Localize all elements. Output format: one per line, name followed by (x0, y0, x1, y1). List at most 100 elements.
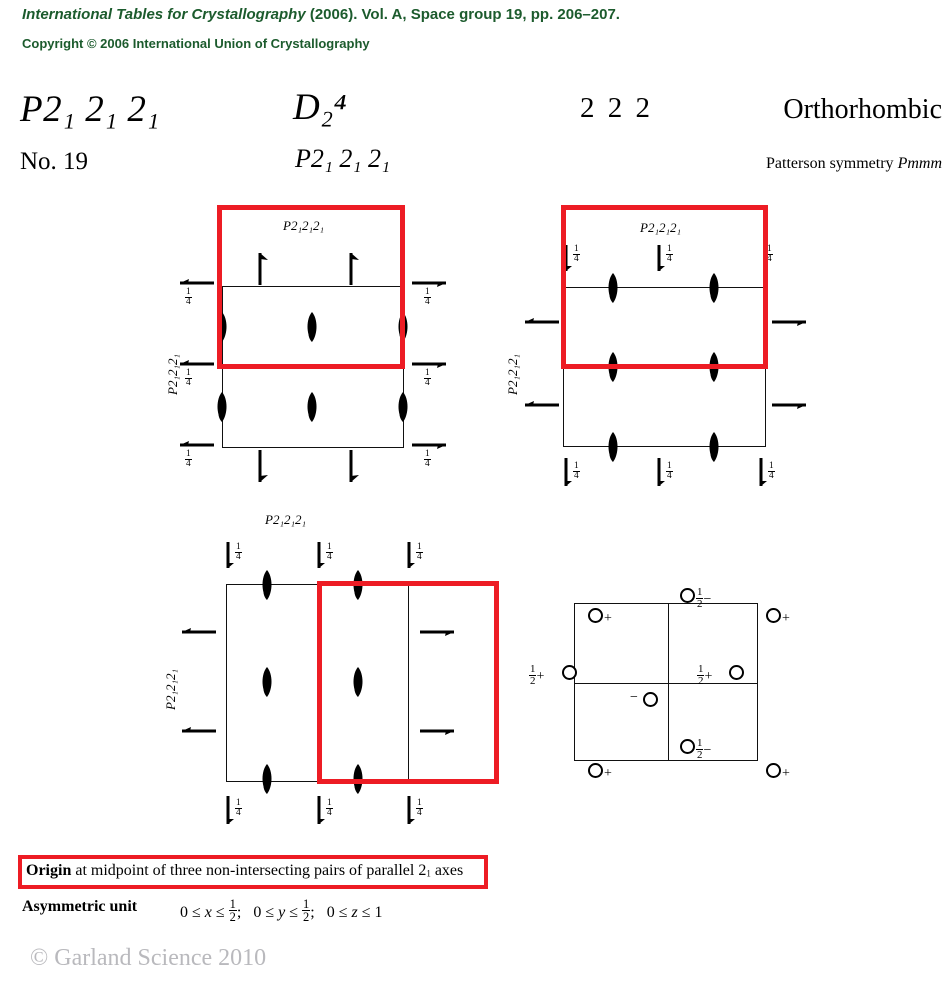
diagram-2-cell-bottom-edge (563, 446, 766, 447)
screw-axis-arrow-down-icon (407, 796, 415, 824)
gp-cell-bottom-edge (574, 760, 758, 761)
screw-axis-arrow-left-icon (525, 318, 559, 324)
screw-axis-arrow-down-icon (317, 542, 325, 568)
general-position-circle (766, 763, 781, 778)
general-position-tag: − (630, 690, 638, 705)
screw-axis-arrow-down-icon (317, 796, 325, 824)
screw-axis-2-1-icon (262, 764, 272, 794)
screw-axis-2-1-icon (262, 570, 272, 600)
screw-axis-arrow-up-icon (258, 253, 268, 285)
copyright-line: Copyright © 2006 International Union of … (22, 36, 370, 51)
diagram-1-top-label: P2₁2₁2₁ (283, 218, 324, 233)
screw-axis-arrow-right-icon (772, 403, 806, 409)
origin-subscript: 1 (426, 868, 431, 879)
screw-axis-arrow-down-icon (564, 458, 572, 486)
journal-title: International Tables for Crystallography (22, 6, 306, 23)
screw-axis-2-1-icon (398, 392, 408, 422)
screw-axis-2-1-icon (709, 273, 719, 303)
screw-axis-arrow-down-icon (258, 450, 268, 482)
general-position-circle (766, 608, 781, 623)
general-position-tag: + (604, 766, 612, 781)
screw-axis-arrow-right-icon (772, 320, 806, 326)
screw-axis-arrow-down-icon (657, 458, 665, 486)
quarter-denominator: 4 (186, 297, 191, 308)
hermann-mauguin-symbol-full: P2₁ 2₁ 2₁ (295, 144, 390, 173)
screw-axis-arrow-down-icon (564, 245, 572, 271)
screw-axis-2-1-icon (608, 432, 618, 462)
patterson-symmetry: Patterson symmetry Pmmm (766, 155, 942, 173)
general-position-circle (643, 692, 658, 707)
publisher-copyright: © Garland Science 2010 (30, 945, 267, 971)
citation-details: (2006). Vol. A, Space group 19, pp. 206–… (305, 6, 620, 23)
origin-description: at midpoint of three non-intersecting pa… (71, 862, 427, 879)
origin-statement: Origin at midpoint of three non-intersec… (26, 862, 463, 880)
screw-axis-arrow-down-icon (657, 245, 665, 271)
general-position-tag: + (782, 766, 790, 781)
screw-axis-2-1-icon (262, 667, 272, 697)
origin-suffix: axes (430, 862, 464, 879)
diagram-1-cell-top-edge (222, 286, 404, 287)
general-position-circle (588, 763, 603, 778)
screw-axis-arrow-up-icon (349, 253, 359, 285)
journal-citation-line: International Tables for Crystallography… (22, 6, 620, 23)
gp-cell-top-edge (574, 603, 758, 604)
gp-cell-mid-horizontal (574, 683, 758, 684)
diagram-3-cell-right-vertical (408, 584, 409, 782)
gp-cell-right-edge (757, 603, 758, 761)
asym-z-range: 0 ≤ z ≤ 1 (326, 904, 383, 922)
point-group-symbol: 2 2 2 (580, 92, 653, 124)
screw-axis-arrow-down-icon (349, 450, 359, 482)
general-position-circle (562, 665, 577, 680)
asymmetric-unit-label: Asymmetric unit (22, 898, 138, 915)
screw-axis-arrow-left-icon (182, 628, 216, 634)
diagram-2-cell-right-edge (765, 366, 766, 447)
screw-axis-arrow-down-icon (226, 796, 234, 824)
screw-axis-arrow-left-icon (180, 279, 214, 285)
general-position-tag: + (604, 611, 612, 626)
screw-axis-2-1-icon (217, 392, 227, 422)
general-position-tag: + (782, 611, 790, 626)
screw-axis-arrow-right-icon (420, 729, 454, 735)
diagram-3-cell-left-edge (226, 584, 227, 782)
screw-axis-2-1-icon (307, 312, 317, 342)
general-position-circle (588, 608, 603, 623)
diagram-2-top-label: P2₁2₁2₁ (640, 220, 681, 235)
patterson-prefix: Patterson symmetry (766, 155, 898, 172)
screw-axis-2-1-icon (353, 667, 363, 697)
screw-axis-arrow-down-icon (759, 458, 767, 486)
schoenflies-symbol: D₂⁴ (293, 87, 347, 128)
hermann-mauguin-symbol: P2₁ 2₁ 2₁ (20, 89, 160, 130)
screw-axis-arrow-left-icon (180, 441, 214, 447)
general-position-circle (729, 665, 744, 680)
screw-axis-arrow-right-icon (412, 281, 446, 287)
patterson-symbol: Pmmm (897, 155, 942, 172)
space-group-number: No. 19 (20, 148, 89, 175)
screw-axis-2-1-icon (307, 392, 317, 422)
general-position-circle (680, 588, 695, 603)
screw-axis-arrow-right-icon (412, 362, 446, 368)
screw-axis-2-1-icon (608, 273, 618, 303)
